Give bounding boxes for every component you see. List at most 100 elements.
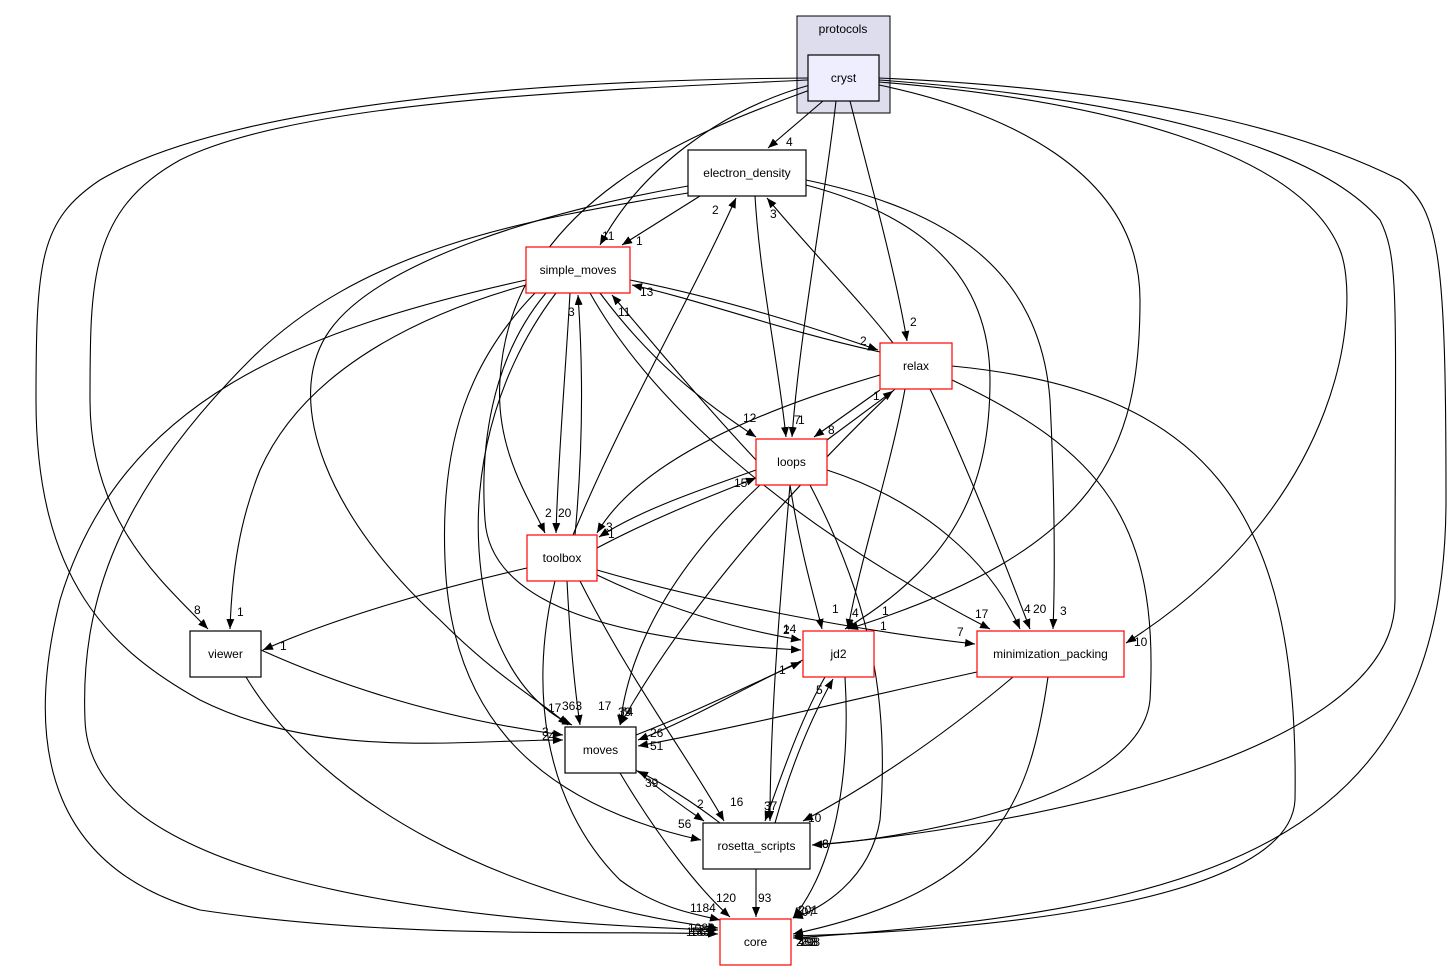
- edge-label-simple_moves-to-toolbox[interactable]: 20: [558, 506, 572, 520]
- edge-label-electron_density-to-core[interactable]: 1082: [688, 921, 715, 935]
- edge-loops-to-minimization_packing[interactable]: [826, 469, 1021, 630]
- edge-label-minimization_packing-to-moves[interactable]: 51: [650, 739, 664, 753]
- edge-relax-to-toolbox[interactable]: [596, 374, 881, 534]
- edge-label-cryst-to-relax[interactable]: 2: [910, 315, 917, 329]
- edge-simple_moves-to-viewer[interactable]: [226, 284, 527, 630]
- edge-label-electron_density-to-minimization_packing[interactable]: 3: [1060, 604, 1067, 618]
- edge-label-relax-to-loops[interactable]: 8: [828, 423, 835, 437]
- edge-cryst-to-rosetta_scripts[interactable]: [811, 79, 1397, 849]
- edge-cryst-to-jd2[interactable]: [847, 84, 1141, 630]
- edge-label-relax-to-jd2[interactable]: 4: [852, 606, 859, 620]
- edge-simple_moves-to-core[interactable]: [44, 279, 719, 938]
- edge-label-toolbox-to-rosetta_scripts[interactable]: 16: [730, 795, 744, 809]
- edge-jd2-to-rosetta_scripts[interactable]: [764, 676, 826, 822]
- edge-label-relax-to-rosetta_scripts[interactable]: 6: [822, 837, 829, 851]
- edge-label-relax-to-moves[interactable]: 74: [620, 705, 634, 719]
- edge-simple_moves-to-minimization_packing[interactable]: [589, 292, 991, 630]
- edge-loops-to-toolbox[interactable]: [598, 469, 757, 538]
- edge-label-toolbox-to-viewer[interactable]: 1: [280, 639, 287, 653]
- edge-cryst-to-minimization_packing[interactable]: [878, 81, 1348, 644]
- node-cryst[interactable]: cryst: [807, 54, 880, 102]
- edge-label-simple_moves-to-rosetta_scripts[interactable]: 56: [678, 817, 692, 831]
- edge-label-cryst-to-toolbox[interactable]: 2: [545, 506, 552, 520]
- edge-label-simple_moves-to-relax[interactable]: 2: [860, 334, 867, 348]
- node-moves[interactable]: moves: [564, 726, 637, 774]
- edge-moves-to-core[interactable]: [619, 772, 731, 918]
- edge-minimization_packing-to-core[interactable]: [792, 676, 1049, 936]
- edge-label-electron_density-to-jd2[interactable]: 1: [882, 604, 889, 618]
- edge-label-loops-to-minimization_packing[interactable]: 4: [1024, 602, 1031, 616]
- edge-relax-to-loops[interactable]: [813, 389, 881, 438]
- edge-simple_moves-to-relax[interactable]: [629, 279, 879, 351]
- edge-label-relax-to-electron_density[interactable]: 3: [770, 207, 777, 221]
- edge-label-relax-to-minimization_packing[interactable]: 20: [1033, 602, 1047, 616]
- edge-label-simple_moves-to-viewer[interactable]: 1: [237, 605, 244, 619]
- edge-relax-to-simple_moves[interactable]: [631, 283, 881, 353]
- edge-label-rosetta_scripts-to-moves[interactable]: 39: [645, 776, 659, 790]
- edge-label-loops-to-moves[interactable]: 39: [618, 705, 632, 719]
- edge-label-relax-to-simple_moves[interactable]: 13: [640, 285, 654, 299]
- edge-electron_density-to-core[interactable]: [84, 192, 719, 934]
- edge-viewer-to-moves[interactable]: [260, 649, 564, 738]
- edge-toolbox-to-electron_density[interactable]: [572, 197, 737, 536]
- edge-cryst-to-viewer[interactable]: [89, 79, 809, 630]
- edge-simple_moves-to-jd2[interactable]: [483, 292, 802, 654]
- edge-cryst-to-loops[interactable]: [788, 100, 837, 438]
- edge-label-moves-to-core[interactable]: 120: [716, 891, 736, 905]
- node-loops[interactable]: loops: [755, 438, 828, 486]
- edge-moves-to-jd2[interactable]: [635, 661, 802, 736]
- edge-label-jd2-to-core[interactable]: 201: [798, 903, 818, 917]
- edge-label-minimization_packing-to-core[interactable]: 298: [800, 935, 820, 949]
- edge-label-cryst-to-simple_moves[interactable]: 11: [602, 229, 615, 243]
- edge-toolbox-to-jd2[interactable]: [596, 574, 802, 643]
- edge-label-simple_moves-to-moves[interactable]: 363: [562, 699, 582, 713]
- edge-label-electron_density-to-loops[interactable]: 7: [794, 413, 801, 427]
- edge-relax-to-minimization_packing[interactable]: [929, 388, 1031, 630]
- edge-rosetta_scripts-to-jd2[interactable]: [774, 678, 834, 824]
- edge-label-toolbox-to-jd2[interactable]: 2: [783, 623, 790, 637]
- edge-cryst-to-toolbox[interactable]: [498, 89, 811, 534]
- edge-minimization_packing-to-rosetta_scripts[interactable]: [802, 676, 1014, 822]
- node-toolbox[interactable]: toolbox: [526, 534, 598, 582]
- edge-label-toolbox-to-loops[interactable]: 15: [734, 476, 748, 490]
- edge-label-toolbox-to-moves[interactable]: 17: [598, 699, 612, 713]
- edge-label-cryst-to-rosetta_scripts[interactable]: 8: [822, 837, 829, 851]
- edge-label-simple_moves-to-minimization_packing[interactable]: 17: [975, 607, 989, 621]
- edge-relax-to-electron_density[interactable]: [766, 197, 894, 344]
- edge-label-cryst-to-moves[interactable]: 24: [542, 729, 556, 743]
- edge-label-cryst-to-minimization_packing[interactable]: 10: [1134, 635, 1148, 649]
- edge-cryst-to-relax[interactable]: [849, 100, 910, 342]
- edge-loops-to-rosetta_scripts[interactable]: [766, 484, 791, 822]
- edge-toolbox-to-rosetta_scripts[interactable]: [579, 580, 725, 822]
- edge-label-loops-to-simple_moves[interactable]: 11: [618, 305, 631, 319]
- edge-toolbox-to-core[interactable]: [542, 580, 721, 922]
- edge-toolbox-to-viewer[interactable]: [262, 567, 528, 651]
- node-simple-moves[interactable]: simple_moves: [525, 246, 631, 294]
- edge-relax-to-moves[interactable]: [619, 388, 896, 726]
- edge-toolbox-to-moves[interactable]: [566, 580, 583, 726]
- edge-label-viewer-to-core[interactable]: 183: [690, 925, 710, 939]
- edge-electron_density-to-simple_moves[interactable]: [621, 195, 701, 246]
- edge-simple_moves-to-moves[interactable]: [477, 292, 573, 726]
- edge-electron_density-to-moves[interactable]: [310, 185, 689, 726]
- edge-label-rosetta_scripts-to-jd2[interactable]: 5: [816, 683, 823, 697]
- edge-label-loops-to-relax[interactable]: 1: [873, 389, 880, 403]
- edge-viewer-to-core[interactable]: [245, 676, 719, 931]
- edge-loops-to-core[interactable]: [792, 484, 884, 919]
- edge-electron_density-to-jd2[interactable]: [805, 184, 991, 630]
- edge-simple_moves-to-loops[interactable]: [599, 292, 757, 438]
- edge-rosetta_scripts-to-moves[interactable]: [637, 770, 721, 824]
- edge-cryst-to-simple_moves[interactable]: [599, 84, 811, 246]
- edge-label-jd2-to-moves[interactable]: 26: [650, 726, 664, 740]
- edge-label-minimization_packing-to-rosetta_scripts[interactable]: 10: [808, 811, 822, 825]
- edge-label-loops-to-toolbox[interactable]: 1: [608, 527, 615, 541]
- edge-label-loops-to-core[interactable]: 507: [795, 905, 815, 919]
- edge-label-simple_moves-to-loops[interactable]: 12: [743, 411, 757, 425]
- edge-label-relax-to-toolbox[interactable]: 3: [606, 520, 613, 534]
- node-electron-density[interactable]: electron_density: [687, 149, 807, 197]
- edge-label-moves-to-jd2[interactable]: 1: [779, 663, 786, 677]
- edge-cryst-to-electron_density[interactable]: [767, 100, 824, 149]
- edge-label-cryst-to-viewer[interactable]: 8: [194, 603, 201, 617]
- edge-label-toolbox-to-simple_moves[interactable]: 3: [568, 305, 575, 319]
- node-viewer[interactable]: viewer: [189, 630, 262, 678]
